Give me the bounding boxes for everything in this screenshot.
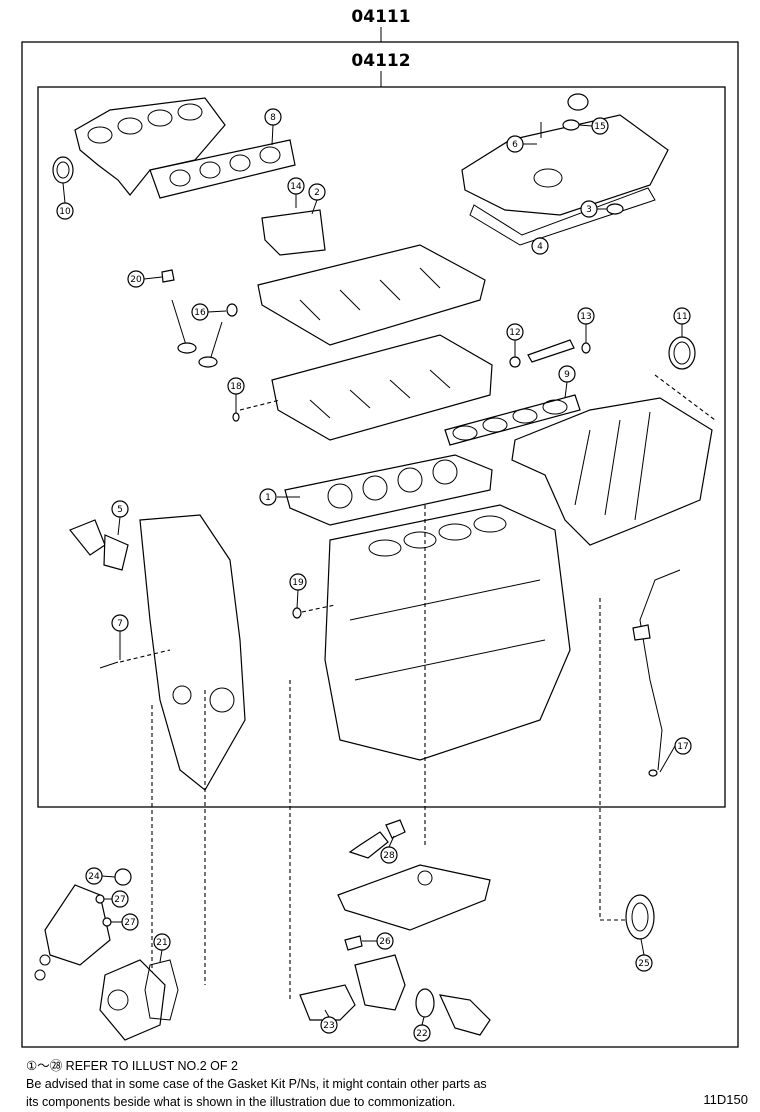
svg-text:6: 6	[512, 140, 518, 150]
callout-13: 13	[577, 307, 595, 343]
refer-note: ①～㉘ REFER TO ILLUST NO.2 OF 2	[26, 1059, 238, 1073]
water-outlet	[69, 519, 129, 571]
svg-text:15: 15	[594, 122, 605, 132]
callout-11: 11	[673, 307, 691, 337]
callout-27a: 27	[104, 890, 129, 908]
svg-text:8: 8	[270, 113, 276, 123]
svg-text:2: 2	[314, 188, 320, 198]
svg-text:20: 20	[130, 275, 142, 285]
callout-23: 23	[320, 1009, 338, 1034]
svg-text:19: 19	[292, 578, 304, 588]
bracket	[261, 209, 326, 256]
callout-27b: 27	[111, 913, 139, 931]
svg-text:27: 27	[124, 918, 135, 928]
callout-20: 20	[127, 270, 163, 288]
svg-text:14: 14	[290, 182, 302, 192]
svg-text:22: 22	[416, 1029, 427, 1039]
o-ring-27b	[102, 917, 112, 927]
camshaft-housing	[257, 244, 486, 346]
svg-text:1: 1	[265, 493, 271, 503]
callout-3: 3	[580, 200, 607, 218]
cylinder-head-gasket	[284, 454, 493, 526]
callout-19: 19	[289, 573, 307, 609]
oil-level-gauge-guide	[632, 569, 681, 777]
cylinder-head	[271, 334, 493, 441]
callout-7: 7	[111, 614, 129, 660]
callout-28: 28	[380, 835, 398, 864]
callout-4: 4	[531, 237, 549, 255]
callout-2: 2	[308, 183, 326, 215]
svg-text:5: 5	[117, 505, 123, 515]
intake-manifold-gasket	[444, 394, 581, 446]
bolt	[99, 661, 119, 669]
callout-8: 8	[264, 108, 282, 146]
callout-9: 9	[558, 365, 576, 399]
callout-14: 14	[287, 177, 305, 208]
fuel-injector	[509, 339, 591, 368]
callout-5: 5	[111, 500, 129, 536]
water-inlet-housing	[299, 954, 491, 1036]
rear-oil-seal	[625, 894, 655, 940]
callout-26: 26	[362, 932, 394, 950]
water-pump-gasket	[144, 959, 179, 1021]
svg-text:12: 12	[509, 328, 520, 338]
oil-pan	[337, 864, 491, 931]
intake-manifold	[511, 397, 713, 546]
svg-text:23: 23	[323, 1021, 334, 1031]
svg-text:10: 10	[59, 207, 71, 217]
cylinder-head-cover	[461, 93, 669, 216]
advisory-note-line-2: its components beside what is shown in t…	[26, 1095, 456, 1109]
svg-text:28: 28	[383, 851, 395, 861]
svg-text:11: 11	[676, 312, 687, 322]
callout-22: 22	[413, 1016, 431, 1042]
svg-text:17: 17	[677, 742, 688, 752]
callout-15: 15	[578, 117, 609, 135]
svg-text:3: 3	[586, 205, 592, 215]
svg-text:21: 21	[156, 938, 167, 948]
o-ring-27a	[95, 894, 105, 904]
svg-text:24: 24	[88, 872, 100, 882]
callout-24: 24	[85, 867, 116, 885]
cylinder-block	[324, 504, 571, 761]
svg-text:13: 13	[580, 312, 591, 322]
inner-kit-frame	[37, 86, 726, 808]
callout-16: 16	[191, 303, 227, 321]
advisory-note-line-1: Be advised that in some case of the Gask…	[26, 1077, 487, 1091]
outer-kit-frame	[21, 41, 739, 1048]
callout-10: 10	[56, 182, 74, 220]
o-ring	[292, 607, 302, 619]
timing-chain-cover	[139, 514, 246, 791]
svg-text:26: 26	[379, 937, 391, 947]
svg-text:4: 4	[537, 242, 543, 252]
svg-text:27: 27	[114, 895, 125, 905]
drain-plug	[344, 935, 363, 951]
callout-18: 18	[227, 377, 245, 413]
seal-ring	[52, 156, 74, 184]
callout-21: 21	[153, 933, 171, 963]
callout-6: 6	[506, 135, 537, 153]
exhaust-manifold-gasket	[149, 139, 296, 199]
water-pump-o-ring	[114, 868, 132, 886]
svg-text:16: 16	[194, 308, 206, 318]
oil-strainer	[348, 819, 406, 859]
head-cover-gasket	[469, 187, 656, 246]
throttle-body-gasket	[668, 336, 696, 370]
figure-code: 11D150	[703, 1092, 748, 1107]
callout-25: 25	[635, 938, 653, 972]
kit-code-inner: 04112	[351, 51, 410, 71]
callout-1: 1	[259, 488, 300, 506]
svg-text:18: 18	[230, 382, 242, 392]
svg-text:9: 9	[564, 370, 570, 380]
svg-text:7: 7	[117, 619, 123, 629]
callout-12: 12	[506, 323, 524, 357]
kit-code-outer: 04111	[351, 7, 410, 27]
plug-tube-gasket	[606, 203, 624, 215]
water-pump	[34, 884, 166, 1041]
valve	[161, 269, 238, 368]
callout-17: 17	[659, 737, 692, 773]
svg-text:25: 25	[638, 959, 649, 969]
o-ring-small	[232, 412, 240, 422]
